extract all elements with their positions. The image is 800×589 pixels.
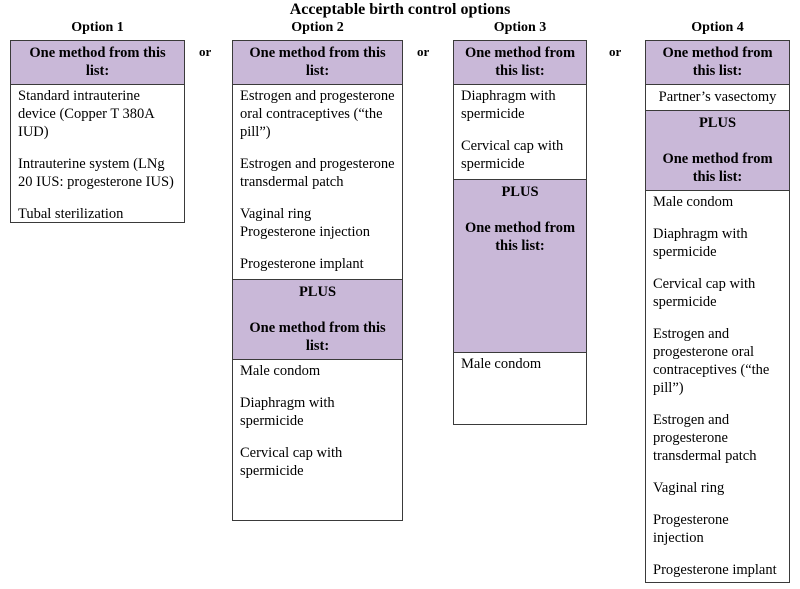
plus-label: PLUS	[698, 115, 737, 131]
option-3-label: Option 3	[493, 20, 547, 35]
option-2-header: One method from this list:	[233, 41, 402, 85]
option-3-header: One method from this list:	[454, 41, 586, 85]
option-4-header: One method from this list:	[646, 41, 789, 85]
option-3-plus-item-list: Male condom	[454, 353, 586, 379]
list-item: Progesterone injection	[653, 512, 729, 546]
list-item: Estrogen and progesterone oral contracep…	[653, 326, 770, 396]
option-1-header: One method from this list:	[11, 41, 184, 85]
plus-label: PLUS	[501, 184, 539, 200]
option-2-item-list: Estrogen and progesterone oral contracep…	[233, 85, 402, 279]
plus-header-text: One method from this list:	[662, 151, 773, 185]
list-item: Progesterone injection	[240, 224, 371, 240]
list-item: Diaphragm with spermicide	[461, 88, 556, 122]
option-1-label: Option 1	[71, 20, 124, 35]
option-3-item-list: Diaphragm with spermicide Cervical cap w…	[454, 85, 586, 179]
list-item: Vaginal ring	[240, 206, 312, 222]
plus-label: PLUS	[298, 284, 337, 300]
list-item: Male condom	[653, 194, 734, 210]
plus-header-text: One method from this list:	[464, 220, 576, 254]
option-3-box: One method from this list: Diaphragm wit…	[453, 40, 587, 425]
option-2-plus-item-list: Male condom Diaphragm with spermicide Ce…	[233, 360, 402, 486]
list-item: Male condom	[240, 363, 321, 379]
option-4-label: Option 4	[691, 20, 744, 35]
option-4-plus-header: PLUS One method from this list:	[646, 111, 789, 191]
list-item: Cervical cap with spermicide	[653, 276, 756, 310]
or-separator-1: or	[199, 44, 212, 59]
list-item: Cervical cap with spermicide	[240, 445, 343, 479]
option-4-box: One method from this list: Partner’s vas…	[645, 40, 790, 583]
list-item: Vaginal ring	[653, 480, 725, 496]
list-item: Standard intrauterine device (Copper T 3…	[18, 88, 154, 140]
option-2-label: Option 2	[291, 20, 344, 35]
option-4-plus-item-list: Male condom Diaphragm with spermicide Ce…	[646, 191, 789, 585]
option-1-item-list: Standard intrauterine device (Copper T 3…	[11, 85, 184, 229]
option-2-box: One method from this list: Estrogen and …	[232, 40, 403, 521]
or-separator-3: or	[609, 44, 622, 59]
option-1-box: One method from this list: Standard intr…	[10, 40, 185, 223]
option-3-plus-header: PLUS One method from this list:	[454, 179, 586, 353]
page-title: Acceptable birth control options	[289, 1, 511, 18]
list-item: Diaphragm with spermicide	[653, 226, 748, 260]
list-item: Tubal sterilization	[18, 206, 124, 222]
list-item: Partner’s vasectomy	[658, 89, 777, 105]
option-2-plus-header: PLUS One method from this list:	[233, 279, 402, 360]
list-item: Estrogen and progesterone transdermal pa…	[653, 412, 757, 464]
list-item: Cervical cap with spermicide	[461, 138, 564, 172]
option-4-item-list: Partner’s vasectomy	[646, 85, 789, 111]
or-separator-2: or	[417, 44, 430, 59]
list-item: Diaphragm with spermicide	[240, 395, 335, 429]
plus-header-text: One method from this list:	[249, 320, 386, 354]
list-item: Male condom	[461, 356, 542, 372]
list-item: Progesterone implant	[240, 256, 364, 272]
list-item: Intrauterine system (LNg 20 IUS: progest…	[18, 156, 174, 190]
list-item: Estrogen and progesterone transdermal pa…	[240, 156, 395, 190]
list-item: Progesterone implant	[653, 562, 777, 578]
list-item: Estrogen and progesterone oral contracep…	[240, 88, 395, 140]
